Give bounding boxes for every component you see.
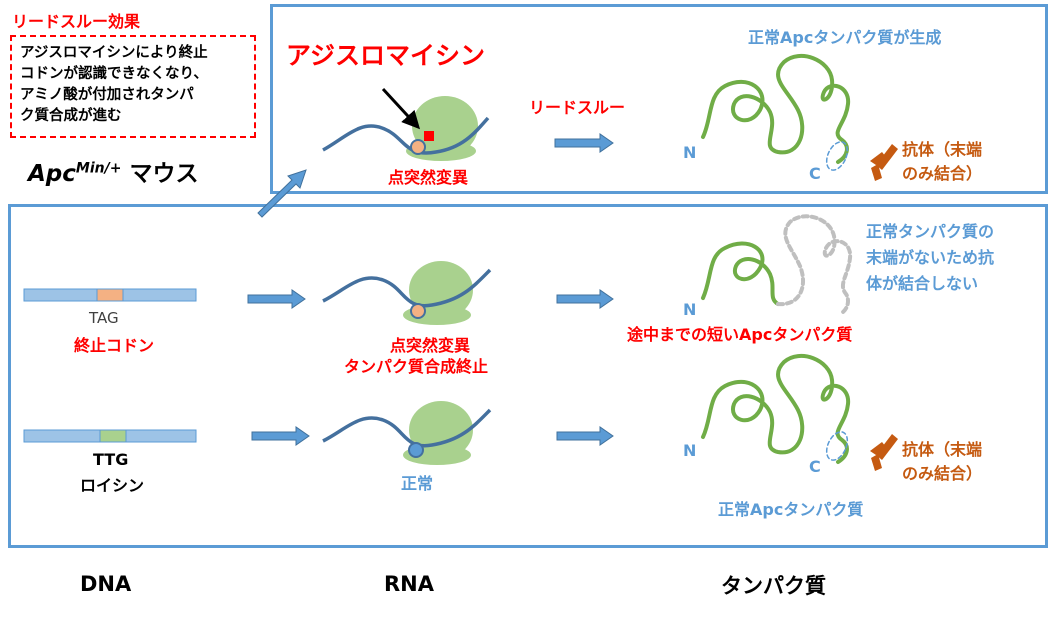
protein-full-top [701, 54, 851, 171]
codon-ttg: TTG [93, 450, 129, 469]
arrow-dna-to-rna-2 [251, 426, 310, 446]
stop-codon-label: 終止コドン [74, 336, 155, 355]
readthrough-note: アジスロマイシンにより終止 コドンが認識できなくなり、 アミノ酸が付加されタンパ… [10, 35, 256, 138]
column-dna: DNA [80, 572, 132, 596]
mutation-label-2: タンパク質合成終止 [344, 357, 489, 376]
drug-label: アジスロマイシン [286, 41, 486, 70]
ribosome-top [322, 87, 490, 161]
mouse-title: ApcMin/+ マウス [28, 154, 198, 188]
no-terminal-note-1: 正常タンパク質の [866, 222, 995, 241]
arrow-rna-to-protein-2 [556, 426, 614, 446]
mouse-genotype: Min/+ [75, 160, 122, 177]
readthrough-label: リードスルー [529, 98, 626, 117]
readthrough-title: リードスルー効果 [12, 12, 141, 31]
dna-bar-ttg [23, 429, 197, 443]
arrow-diagonal [257, 169, 307, 218]
normal-protein-generated: 正常Apcタンパク質が生成 [748, 28, 942, 47]
ribosome-middle [322, 261, 492, 325]
antibody-icon [870, 144, 898, 181]
note-line: コドンが認識できなくなり、 [20, 66, 208, 82]
note-line: ク質合成が進む [20, 108, 122, 124]
arrow-rna-to-protein-1 [556, 289, 614, 309]
antibody-label-bottom-2: のみ結合） [902, 464, 983, 483]
antibody-label-bottom-1: 抗体（末端 [902, 440, 983, 459]
normal-apc-protein: 正常Apcタンパク質 [718, 500, 864, 519]
terminal-n-middle: N [683, 300, 697, 319]
column-protein: タンパク質 [721, 574, 826, 598]
terminal-n-bottom: N [683, 441, 697, 460]
short-protein-label: 途中までの短いApcタンパク質 [627, 325, 853, 344]
antibody-icon [870, 434, 898, 471]
column-rna: RNA [384, 572, 434, 596]
terminal-c-bottom: C [809, 457, 821, 476]
protein-full-bottom [701, 354, 851, 464]
readthrough-box [270, 4, 1048, 194]
dna-bar-tag [23, 288, 197, 302]
terminal-c-top: C [809, 164, 821, 183]
ribosome-bottom [322, 401, 492, 465]
mutation-label-1: 点突然変異 [390, 336, 471, 355]
mouse-gene: Apc [28, 161, 76, 187]
leucine-label: ロイシン [80, 476, 145, 495]
normal-label: 正常 [401, 474, 434, 493]
terminal-n-top: N [683, 143, 697, 162]
point-mutation-label: 点突然変異 [388, 168, 469, 187]
codon-tag: TAG [89, 309, 119, 327]
arrow-dna-to-rna-1 [247, 289, 306, 309]
mouse-suffix: マウス [129, 161, 199, 187]
note-line: アジスロマイシンにより終止 [20, 45, 208, 61]
no-terminal-note-3: 体が結合しない [866, 274, 979, 293]
main-box [8, 204, 1048, 548]
no-terminal-note-2: 末端がないため抗 [866, 248, 995, 267]
antibody-label-top-1: 抗体（末端 [902, 140, 983, 159]
arrow-readthrough [554, 133, 614, 153]
note-line: アミノ酸が付加されタンパ [20, 87, 194, 103]
antibody-label-top-2: のみ結合） [902, 164, 983, 183]
protein-short [701, 214, 853, 316]
